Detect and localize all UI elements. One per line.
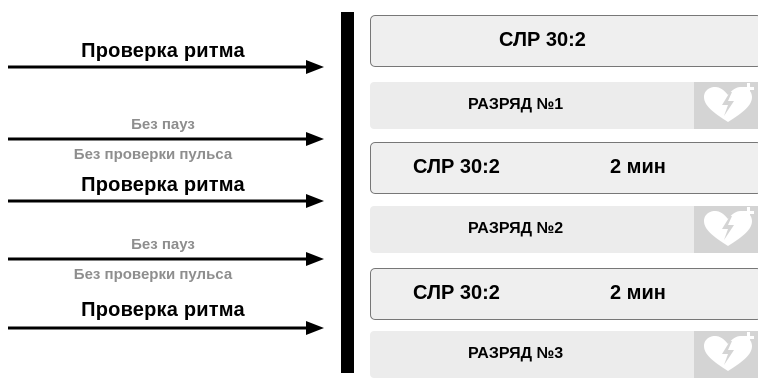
aed-heart-icon (704, 207, 754, 246)
aed-heart-icon (704, 332, 754, 371)
arrow-line-icon (8, 321, 324, 335)
aed-tile-3 (694, 331, 758, 378)
label-rhythm-check-1: Проверка ритма (81, 40, 245, 62)
arrow-no-pauses-1: Без пауз Без проверки пульса (8, 110, 324, 170)
shock-box-3: РАЗРЯД №3 (370, 331, 758, 378)
label-no-pulse-check-1: Без проверки пульса (73, 146, 233, 163)
arrow-rhythm-check-1: Проверка ритма (8, 0, 324, 80)
arrow-line-icon (8, 252, 324, 266)
arrow-line-icon (8, 60, 324, 74)
label-rhythm-check-2: Проверка ритма (81, 174, 245, 196)
timeline-divider (341, 12, 354, 373)
label-no-pulse-check-2: Без проверки пульса (73, 266, 233, 283)
aed-tile-1 (694, 82, 758, 129)
cpr-box-2: СЛР 30:2 2 мин (370, 142, 758, 194)
label-no-pauses-1: Без пауз (131, 116, 195, 133)
label-rhythm-check-3: Проверка ритма (81, 299, 245, 321)
arrow-rhythm-check-2: Проверка ритма (8, 170, 324, 210)
aed-tile-2 (694, 206, 758, 253)
cpr-box-3: СЛР 30:2 2 мин (370, 268, 758, 320)
aed-heart-icon (704, 83, 754, 122)
cpr-box-3-duration: 2 мин (610, 282, 666, 304)
cpr-box-1-label: СЛР 30:2 (499, 29, 586, 51)
arrow-no-pauses-2: Без пауз Без проверки пульса (8, 232, 324, 292)
cpr-box-2-duration: 2 мин (610, 156, 666, 178)
shock-box-1: РАЗРЯД №1 (370, 82, 758, 129)
shock-box-2: РАЗРЯД №2 (370, 206, 758, 253)
arrow-line-icon (8, 194, 324, 208)
label-no-pauses-2: Без пауз (131, 236, 195, 253)
shock-box-3-label: РАЗРЯД №3 (468, 345, 564, 362)
cpr-box-2-label: СЛР 30:2 (413, 156, 500, 178)
cpr-box-3-label: СЛР 30:2 (413, 282, 500, 304)
shock-box-2-label: РАЗРЯД №2 (468, 220, 564, 237)
shock-box-1-label: РАЗРЯД №1 (468, 96, 564, 113)
arrow-rhythm-check-3: Проверка ритма (8, 295, 324, 345)
cpr-box-1: СЛР 30:2 (370, 15, 758, 67)
arrow-line-icon (8, 132, 324, 146)
